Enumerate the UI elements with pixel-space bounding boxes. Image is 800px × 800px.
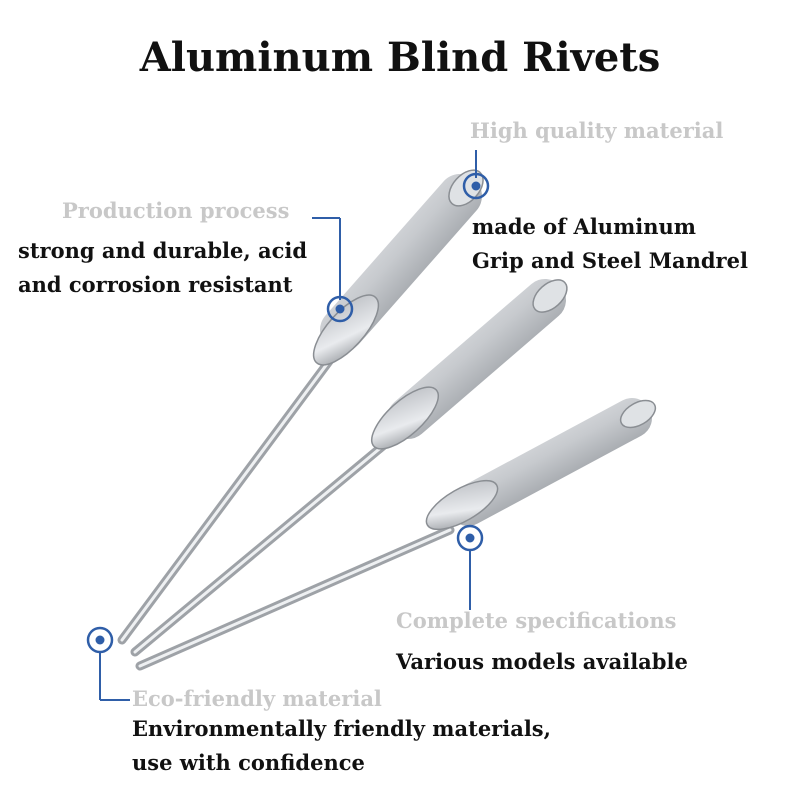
eco-heading: Eco-friendly material (132, 686, 382, 711)
eco-line-1: Environmentally friendly materials, (132, 716, 551, 741)
specs-line-1: Various models available (396, 649, 688, 674)
quality-text: made of Aluminum Grip and Steel Mandrel (472, 210, 748, 278)
callout-quality-connector (462, 150, 490, 200)
quality-line-1: made of Aluminum (472, 214, 697, 239)
rivet-3 (135, 398, 657, 671)
specs-text: Various models available (396, 645, 688, 679)
callout-specs-connector (456, 524, 484, 610)
callout-eco-connector (86, 626, 130, 701)
eco-text: Environmentally friendly materials, use … (132, 712, 551, 780)
specs-heading: Complete specifications (396, 608, 677, 633)
page-title: Aluminum Blind Rivets (139, 34, 661, 81)
eco-line-2: use with confidence (132, 750, 365, 775)
callout-process-connector (312, 217, 354, 323)
process-heading: Production process (62, 198, 290, 223)
quality-heading: High quality material (470, 118, 724, 143)
process-line-1: strong and durable, acid (18, 238, 308, 263)
process-line-2: and corrosion resistant (18, 272, 293, 297)
rivet-1 (117, 169, 484, 645)
quality-line-2: Grip and Steel Mandrel (472, 248, 748, 273)
process-text: strong and durable, acid and corrosion r… (18, 234, 307, 302)
rivet-2 (130, 279, 568, 657)
